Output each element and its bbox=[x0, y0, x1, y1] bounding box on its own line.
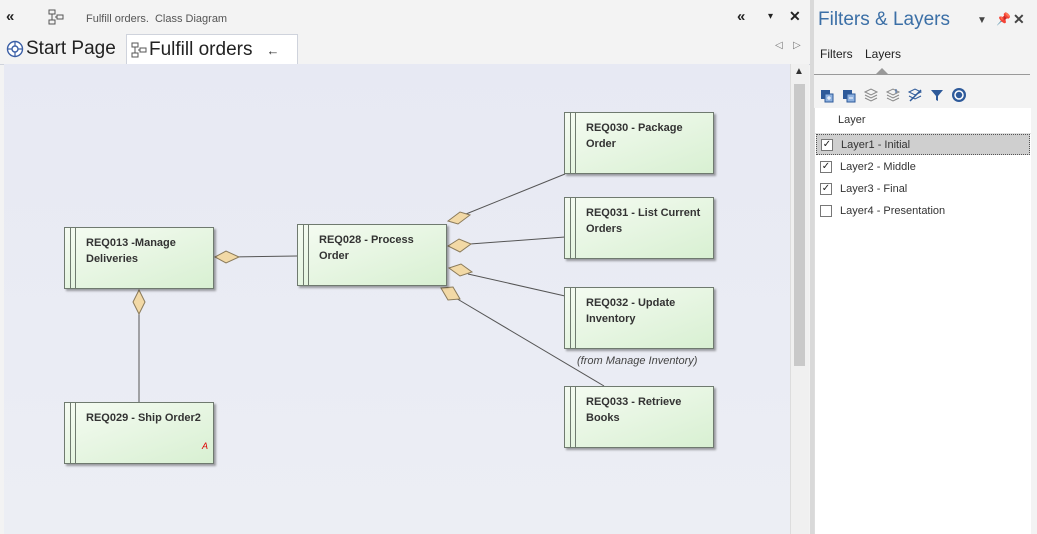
requirement-label: REQ028 - Process Order bbox=[319, 234, 414, 262]
aggregation-diamond bbox=[446, 238, 473, 253]
requirement-req028[interactable]: REQ028 - Process Order bbox=[297, 224, 447, 286]
collapse-right-icon[interactable]: « bbox=[737, 8, 746, 25]
clear-layers-icon[interactable] bbox=[906, 86, 924, 104]
class-diagram-icon bbox=[48, 9, 64, 25]
pin-icon[interactable]: 📌 bbox=[996, 12, 1011, 26]
requirement-label: REQ029 - Ship Order2 bbox=[86, 412, 201, 424]
panel-dropdown-icon[interactable]: ▼ bbox=[977, 15, 987, 26]
aggregation-diamond bbox=[440, 286, 461, 301]
document-tabbar: Start Page Fulfill orders ← ◁ ▷ bbox=[0, 34, 810, 65]
diagram-window: « Fulfill orders. Class Diagram « ▾ ✕ Sta… bbox=[0, 0, 810, 534]
connectors-layer bbox=[132, 173, 605, 402]
layer-name: Layer1 - Initial bbox=[841, 138, 911, 151]
requirement-req033[interactable]: REQ033 - Retrieve Books bbox=[564, 386, 714, 448]
layer-row-2[interactable]: ✓ Layer2 - Middle bbox=[816, 156, 1030, 177]
connector-req028-req032[interactable] bbox=[467, 273, 566, 297]
start-page-icon bbox=[6, 40, 24, 57]
tab-start-page[interactable]: Start Page bbox=[6, 34, 116, 63]
requirement-label: REQ031 - List Current Orders bbox=[586, 207, 701, 235]
back-arrow-icon[interactable]: ← bbox=[266, 42, 280, 58]
requirement-label: REQ013 -Manage Deliveries bbox=[86, 237, 176, 265]
panel-title: Filters & Layers bbox=[818, 9, 950, 30]
tab-scroll-right-icon[interactable]: ▷ bbox=[793, 40, 801, 51]
filters-layers-panel: Filters & Layers ▼ 📌 ✕ Filters Layers L bbox=[814, 0, 1037, 534]
layer-name: Layer2 - Middle bbox=[840, 160, 916, 173]
panel-tabs: Filters Layers bbox=[814, 40, 1030, 75]
add-layer-icon[interactable] bbox=[818, 86, 836, 104]
aggregation-diamond bbox=[213, 250, 241, 264]
connector-req028-req030[interactable] bbox=[465, 173, 566, 215]
window-title: Fulfill orders. Class Diagram bbox=[86, 13, 227, 25]
scroll-thumb[interactable] bbox=[794, 84, 805, 366]
requirement-req031[interactable]: REQ031 - List Current Orders bbox=[564, 197, 714, 259]
layer-checkbox[interactable] bbox=[820, 204, 832, 217]
help-icon[interactable] bbox=[950, 86, 968, 104]
window-titlebar: « Fulfill orders. Class Diagram « ▾ ✕ bbox=[0, 0, 810, 34]
window-menu-dropdown-icon[interactable]: ▾ bbox=[768, 11, 774, 22]
connector-req013-req028[interactable] bbox=[228, 255, 298, 258]
aggregation-diamond bbox=[447, 263, 474, 277]
requirement-label: REQ033 - Retrieve Books bbox=[586, 396, 682, 424]
layers-list: Layer ✓ Layer1 - Initial ✓ Layer2 - Midd… bbox=[814, 108, 1031, 534]
abstract-marker: A bbox=[201, 441, 208, 451]
requirement-label: REQ032 - Update Inventory bbox=[586, 297, 676, 325]
requirement-label: REQ030 - Package Order bbox=[586, 122, 683, 150]
remove-layer-icon[interactable] bbox=[840, 86, 858, 104]
layer-checkbox[interactable]: ✓ bbox=[821, 138, 833, 151]
requirement-req032[interactable]: REQ032 - Update Inventory bbox=[564, 287, 714, 349]
layer-name: Layer3 - Final bbox=[840, 182, 908, 195]
requirement-req013[interactable]: REQ013 -Manage Deliveries bbox=[64, 227, 214, 289]
layer-header-label: Layer bbox=[838, 114, 866, 126]
connector-req028-req031[interactable] bbox=[469, 236, 566, 245]
diagram-name: Fulfill orders. bbox=[86, 13, 149, 25]
vertical-scrollbar[interactable]: ▲ bbox=[790, 64, 809, 534]
window-close-icon[interactable]: ✕ bbox=[789, 8, 801, 24]
layer-column-header: Layer bbox=[815, 108, 1031, 134]
layer-checkbox[interactable]: ✓ bbox=[820, 182, 832, 195]
requirement-req030[interactable]: REQ030 - Package Order bbox=[564, 112, 714, 174]
diagram-canvas[interactable]: REQ030 - Package Order REQ031 - List Cur… bbox=[4, 64, 790, 534]
tab-layers[interactable]: Layers bbox=[865, 47, 902, 61]
layer-name: Layer4 - Presentation bbox=[840, 204, 946, 217]
tab-fulfill-orders-label: Fulfill orders bbox=[149, 39, 253, 60]
aggregation-diamond bbox=[132, 288, 146, 316]
layer-down-icon[interactable] bbox=[884, 86, 902, 104]
tab-scroll-left-icon[interactable]: ◁ bbox=[775, 40, 783, 51]
requirement-req029[interactable]: REQ029 - Ship Order2 A bbox=[64, 402, 214, 464]
filter-icon[interactable] bbox=[928, 86, 946, 104]
diagram-icon bbox=[131, 42, 147, 58]
tab-filters[interactable]: Filters bbox=[820, 47, 853, 61]
connector-req028-req033[interactable] bbox=[453, 296, 605, 387]
aggregation-diamond bbox=[446, 211, 472, 225]
tab-start-page-label: Start Page bbox=[26, 37, 116, 59]
panel-close-icon[interactable]: ✕ bbox=[1013, 11, 1025, 27]
pane-splitter[interactable] bbox=[810, 0, 814, 534]
layer-checkbox[interactable]: ✓ bbox=[820, 160, 832, 173]
collapse-panel-icon[interactable]: « bbox=[6, 8, 15, 25]
diagram-type: Class Diagram bbox=[154, 13, 228, 25]
layer-row-3[interactable]: ✓ Layer3 - Final bbox=[816, 178, 1030, 199]
layer-row-1[interactable]: ✓ Layer1 - Initial bbox=[816, 134, 1030, 155]
layer-row-4[interactable]: Layer4 - Presentation bbox=[816, 200, 1030, 221]
layers-toolbar bbox=[818, 86, 968, 106]
layer-up-icon[interactable] bbox=[862, 86, 880, 104]
active-tab-indicator bbox=[876, 68, 888, 74]
tab-fulfill-orders[interactable]: Fulfill orders ← bbox=[126, 34, 298, 65]
scroll-up-icon[interactable]: ▲ bbox=[794, 66, 804, 77]
namespace-note: (from Manage Inventory) bbox=[577, 355, 698, 367]
